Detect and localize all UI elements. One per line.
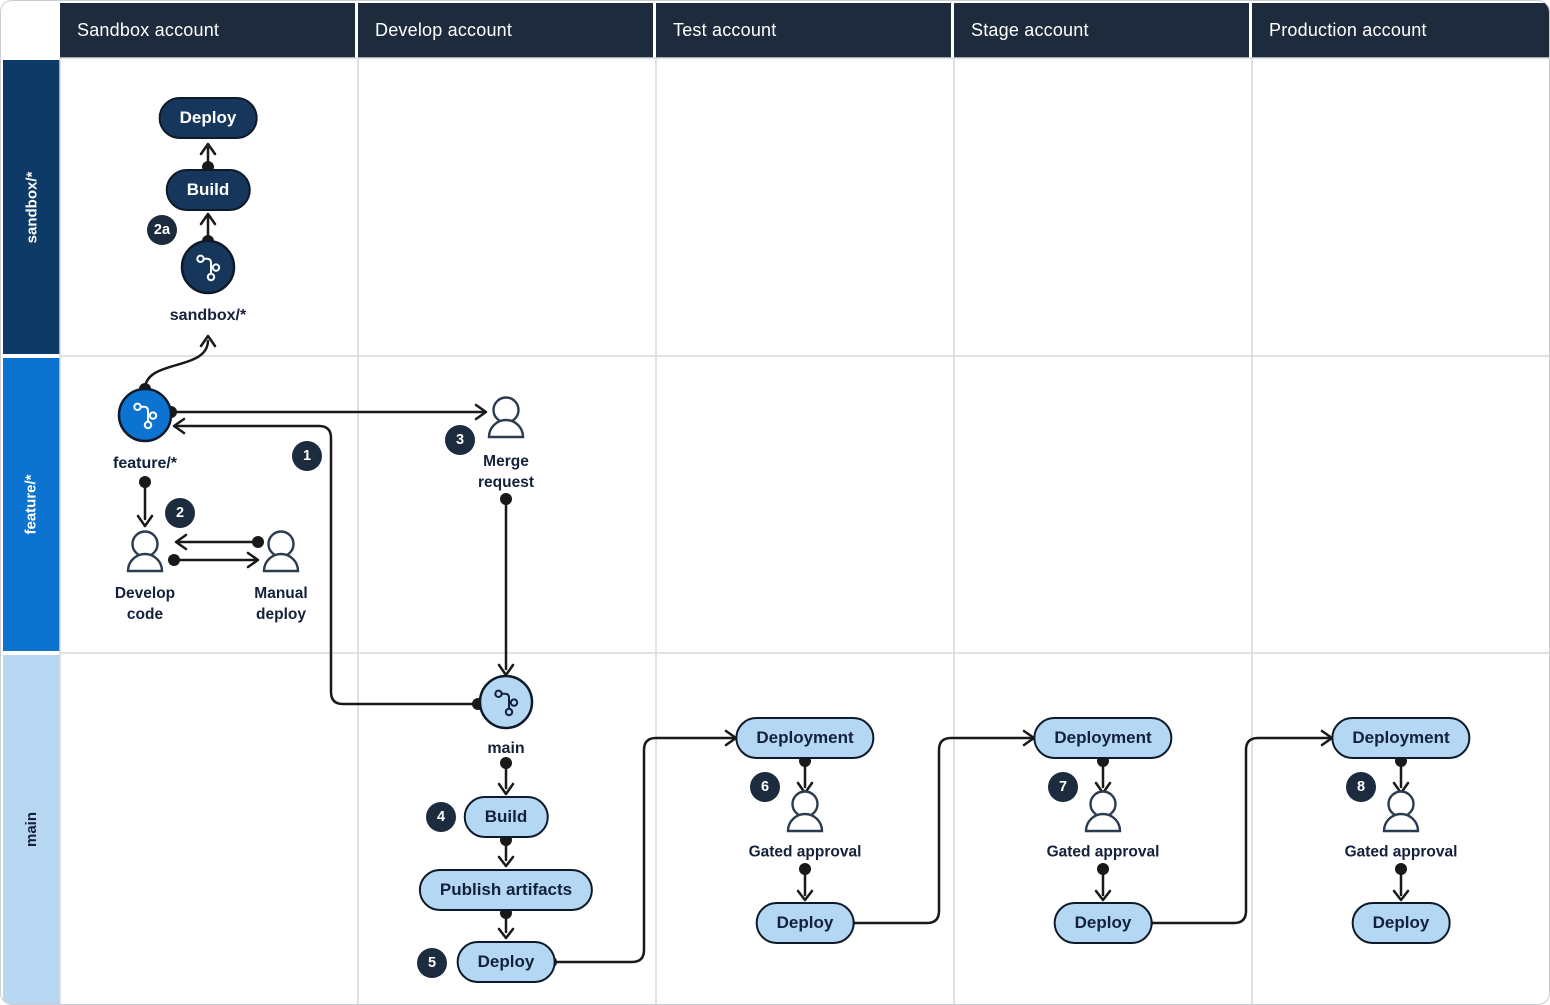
column-header-stage-account: Stage account <box>954 3 1249 58</box>
connector-main-to-feature <box>172 417 480 706</box>
manual-deploy-label: Manual deploy <box>254 585 308 623</box>
deploy-node-stage: Deploy <box>1053 902 1153 944</box>
step-badge-3: 3 <box>445 425 475 455</box>
grid-lines <box>59 57 1549 1004</box>
branch-label-main: main <box>487 740 525 757</box>
merge-request-label: Merge request <box>478 453 534 491</box>
column-header-develop-account: Develop account <box>358 3 653 58</box>
deployment-node-test: Deployment <box>735 717 875 759</box>
column-header-test-account: Test account <box>656 3 951 58</box>
lane-label-sandbox: sandbox/* <box>3 60 60 354</box>
git-branch-icon-feature <box>117 387 173 443</box>
connector-deploy-develop-to-deployment-test <box>549 729 738 964</box>
branch-label-feature: feature/* <box>112 455 178 472</box>
person-icon-manual-deploy <box>262 530 300 573</box>
column-header-label: Sandbox account <box>77 20 220 40</box>
connector-merge-request-to-main <box>497 497 515 677</box>
connector-deploy-stage-to-deployment-production <box>1145 729 1334 925</box>
connector-feature-to-sandbox-branch <box>143 334 217 390</box>
deployment-node-stage: Deployment <box>1033 717 1173 759</box>
step-badge-8: 8 <box>1346 772 1376 802</box>
column-header-label: Test account <box>673 20 777 40</box>
person-icon-gated-approval-test <box>786 790 824 833</box>
step-badge-7: 7 <box>1048 772 1078 802</box>
deploy-node-develop: Deploy <box>456 941 556 983</box>
connector-develop-code-to-manual-deploy <box>172 551 260 569</box>
lane-label-main: main <box>3 655 60 1004</box>
step-badge-4: 4 <box>426 802 456 832</box>
deploy-node-production: Deploy <box>1351 902 1451 944</box>
gated-approval-label-production: Gated approval <box>1344 843 1458 861</box>
deployment-node-production: Deployment <box>1331 717 1471 759</box>
connector-feature-to-merge-request <box>169 403 488 421</box>
person-icon-develop-code <box>126 530 164 573</box>
connector-feature-to-develop-code <box>136 480 154 528</box>
column-header-label: Production account <box>1269 20 1427 40</box>
column-header-label: Develop account <box>375 20 513 40</box>
build-node-sandbox: Build <box>165 169 251 211</box>
step-badge-2a: 2a <box>147 215 177 245</box>
column-header-production-account: Production account <box>1252 3 1549 58</box>
build-node-main: Build <box>463 796 549 838</box>
column-header-label: Stage account <box>971 20 1089 40</box>
lane-label-feature: feature/* <box>3 358 60 651</box>
git-branch-icon-sandbox <box>180 239 236 295</box>
person-icon-gated-approval-production <box>1382 790 1420 833</box>
develop-code-label: Develop code <box>114 585 176 623</box>
connector-deploy-test-to-deployment-stage <box>847 729 1036 925</box>
column-header-sandbox-account: Sandbox account <box>60 3 355 58</box>
branch-label-sandbox: sandbox/* <box>169 307 247 324</box>
step-badge-1: 1 <box>292 441 322 471</box>
git-branch-icon-main <box>478 674 534 730</box>
deploy-node-sandbox: Deploy <box>158 97 258 139</box>
publish-artifacts-node: Publish artifacts <box>418 869 594 911</box>
gated-approval-label-test: Gated approval <box>748 843 862 861</box>
step-badge-5: 5 <box>417 948 447 978</box>
connector-manual-deploy-to-develop-code <box>174 533 260 551</box>
step-badge-6: 6 <box>750 772 780 802</box>
gated-approval-label-stage: Gated approval <box>1046 843 1160 861</box>
person-icon-gated-approval-stage <box>1084 790 1122 833</box>
person-icon-merge-request <box>487 396 525 439</box>
step-badge-2: 2 <box>165 498 195 528</box>
deploy-node-test: Deploy <box>755 902 855 944</box>
